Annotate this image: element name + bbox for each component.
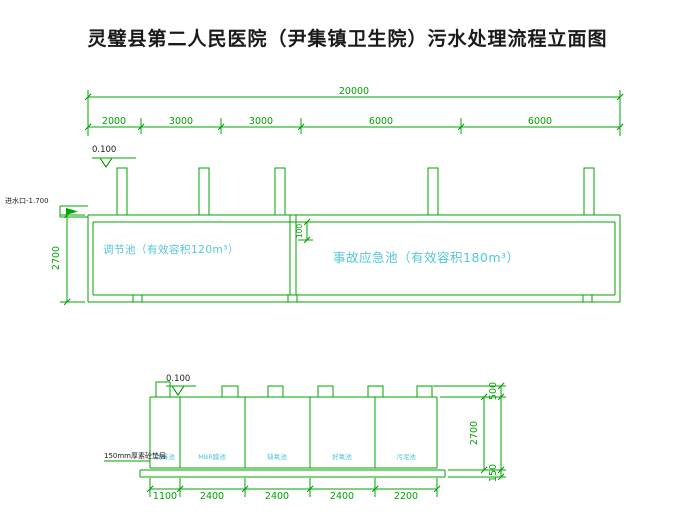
segment-dimension-label: 2000	[102, 116, 126, 127]
cover-height-dimension-label: 500	[488, 382, 499, 400]
cell-label: MBR膜池	[198, 452, 226, 461]
height-dimension-label: 2700	[51, 246, 62, 270]
right-dimension-lines	[433, 382, 506, 481]
tank-outline	[87, 214, 621, 303]
cell-label: 消毒池	[155, 452, 175, 461]
tank-height-dimension-label: 2700	[469, 421, 480, 445]
elevation-marker-icon	[92, 157, 136, 168]
elevation-label: 0.100	[92, 145, 116, 155]
cell-label: 缺氧池	[267, 452, 287, 461]
bottom-elevation-marker-icon	[166, 385, 196, 396]
cell-label: 污泥池	[396, 452, 416, 461]
segment-dimension-label: 3000	[249, 116, 273, 127]
base-slab	[139, 469, 446, 478]
tank-covers	[155, 381, 433, 397]
base-note-label: 150mm厚素砼垫层	[104, 451, 166, 460]
slab-dimension	[298, 218, 313, 244]
top-dimension-lines	[84, 90, 624, 136]
bottom-dimension-lines	[146, 478, 441, 497]
bottom-elevation-label: 0.100	[166, 374, 190, 384]
top-elevation-view: 20000 2000 3000 3000 6000 6000 0.100	[5, 86, 624, 306]
segment-dimension-label: 3000	[169, 116, 193, 127]
tank2-label: 事故应急池（有效容积180m³）	[333, 250, 520, 265]
bottom-tank-outline	[149, 396, 438, 469]
segment-dimension-label: 6000	[369, 116, 393, 127]
riser-columns	[116, 167, 595, 215]
base-height-dimension-label: 150	[488, 464, 499, 482]
drawing-title: 灵璧县第二人民医院（尹集镇卫生院）污水处理流程立面图	[87, 29, 608, 50]
segment-dimension-label: 2400	[200, 491, 224, 502]
inlet-label: 进水口-1.700	[5, 196, 49, 205]
overall-dimension-label: 20000	[339, 86, 369, 97]
segment-dimension-label: 1100	[153, 491, 177, 502]
bottom-section-view: 0.100 消毒池 MBR膜池 缺氧池 好氧池 污泥池 150mm厚素砼垫层	[104, 374, 506, 502]
slab-dimension-label: 100	[295, 224, 304, 239]
segment-dimension-label: 2400	[330, 491, 354, 502]
sump-marks	[132, 294, 593, 303]
segment-dimension-label: 2200	[394, 491, 418, 502]
left-height-dimension	[60, 211, 85, 306]
cell-label: 好氧池	[332, 452, 352, 461]
segment-dimension-label: 2400	[265, 491, 289, 502]
tank1-label: 调节池（有效容积120m³）	[103, 243, 239, 256]
segment-dimension-label: 6000	[528, 116, 552, 127]
